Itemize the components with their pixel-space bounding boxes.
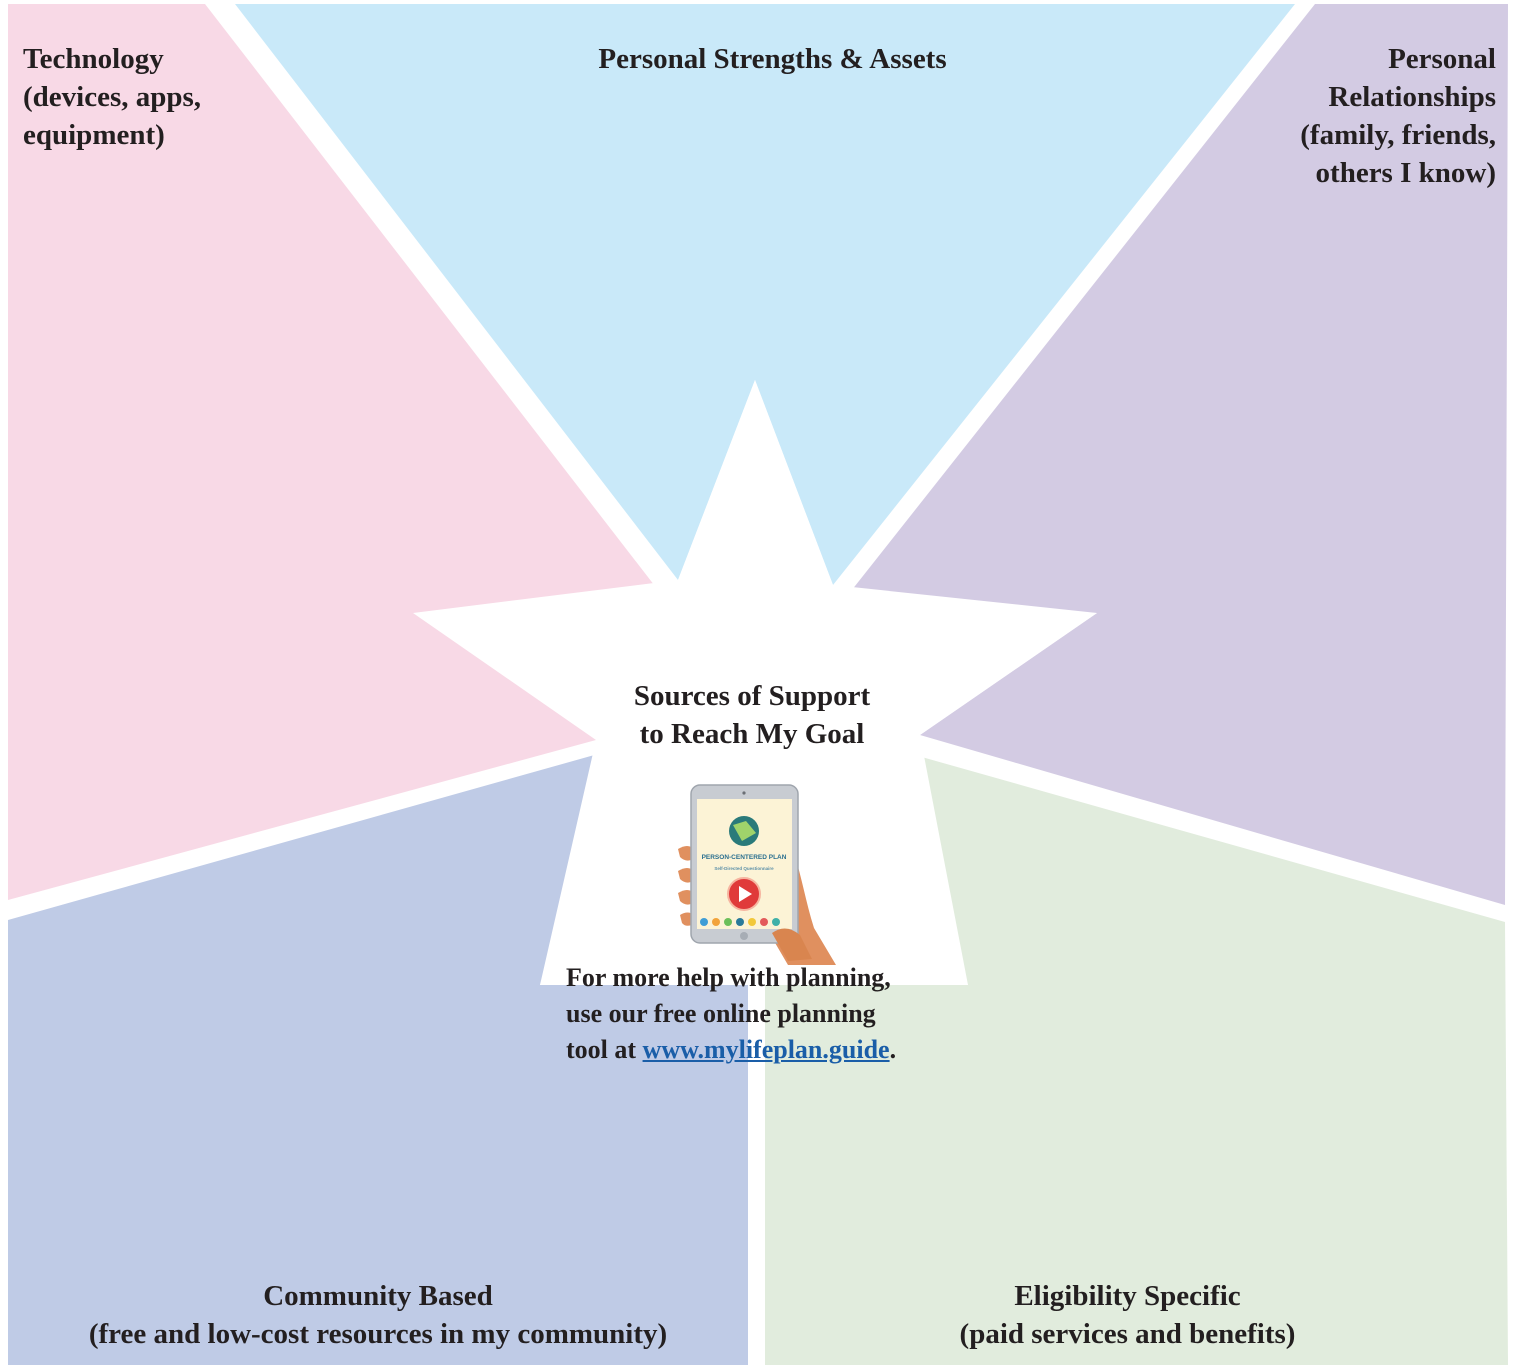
relationships-label-line: Relationships xyxy=(1328,81,1496,113)
help-line-3: tool at www.mylifeplan.guide. xyxy=(566,1032,896,1068)
finger-icon xyxy=(678,890,694,905)
strengths-label: Personal Strengths & Assets xyxy=(380,40,1165,78)
help-line-2: use our free online planning xyxy=(566,999,876,1028)
mylifeplan-link[interactable]: www.mylifeplan.guide xyxy=(642,1035,890,1064)
home-button-icon xyxy=(740,932,748,940)
mini-icon xyxy=(712,918,720,926)
mini-icon xyxy=(760,918,768,926)
community-label-line: (free and low-cost resources in my commu… xyxy=(88,1318,668,1350)
technology-label-line: equipment) xyxy=(23,119,165,151)
mini-icon xyxy=(724,918,732,926)
finger-icon xyxy=(678,868,694,883)
center-title: Sources of Support to Reach My Goal xyxy=(552,677,952,753)
relationships-label-line: others I know) xyxy=(1315,157,1496,189)
technology-label: Technology (devices, apps, equipment) xyxy=(23,40,201,154)
screen-title: PERSON-CENTERED PLAN xyxy=(702,854,787,861)
mini-icon xyxy=(772,918,780,926)
relationships-region xyxy=(840,4,1508,905)
mini-icon xyxy=(736,918,744,926)
community-region xyxy=(8,752,748,1365)
technology-region xyxy=(8,4,668,900)
help-line-1: For more help with planning, xyxy=(566,963,891,992)
eligibility-label: Eligibility Specific (paid services and … xyxy=(765,1277,1490,1353)
thumb-icon xyxy=(772,928,812,961)
play-triangle xyxy=(739,886,752,902)
eligibility-label-line: (paid services and benefits) xyxy=(959,1318,1296,1350)
community-label-line: Community Based xyxy=(263,1280,493,1312)
finger-icon xyxy=(678,846,694,861)
strengths-label-line: Personal Strengths & Assets xyxy=(598,43,947,75)
strengths-region xyxy=(235,4,1295,585)
screen-subtitle: Self-Directed Questionnaire xyxy=(714,866,774,871)
tablet-illustration: PERSON-CENTERED PLAN Self-Directed Quest… xyxy=(678,784,836,965)
center-title-line: Sources of Support xyxy=(633,680,871,712)
relationships-label-line: Personal xyxy=(1388,43,1496,75)
help-line-3-suffix: . xyxy=(889,1035,897,1064)
camera-dot xyxy=(742,791,746,795)
plan-logo-mark xyxy=(733,821,756,841)
center-title-line: to Reach My Goal xyxy=(639,718,865,750)
relationships-label-line: (family, friends, xyxy=(1300,119,1496,151)
mini-icon xyxy=(700,918,708,926)
technology-label-line: Technology xyxy=(23,43,164,75)
relationships-label: Personal Relationships (family, friends,… xyxy=(1300,40,1496,192)
help-line-3-prefix: tool at xyxy=(566,1035,643,1064)
community-label: Community Based (free and low-cost resou… xyxy=(8,1277,748,1353)
eligibility-label-line: Eligibility Specific xyxy=(1014,1280,1241,1312)
center-star xyxy=(413,380,1097,985)
technology-label-line: (devices, apps, xyxy=(23,81,202,113)
mini-icon xyxy=(748,918,756,926)
help-text: For more help with planning, use our fre… xyxy=(566,960,896,1068)
